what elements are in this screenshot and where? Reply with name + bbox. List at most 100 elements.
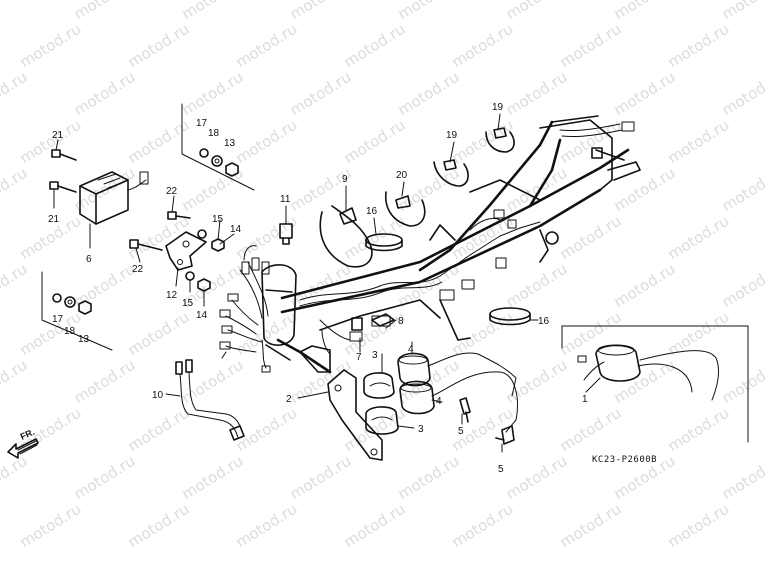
callout-3-lower: 3 — [418, 424, 424, 435]
watermark-text: motod.ru — [0, 68, 30, 120]
watermark-text: motod.ru — [557, 500, 625, 552]
watermark-text: motod.ru — [17, 500, 85, 552]
watermark-text: motod.ru — [503, 452, 571, 504]
bolt-22-lower — [129, 239, 163, 251]
watermark-text: motod.ru — [665, 308, 733, 360]
callout-3-upper: 3 — [372, 350, 378, 361]
watermark-text: motod.ru — [287, 68, 355, 120]
callout-20: 20 — [396, 170, 408, 181]
watermark-text: motod.ru — [719, 164, 768, 216]
watermark-text: motod.ru — [0, 0, 30, 23]
callout-13-upper: 13 — [224, 138, 236, 149]
sub-harness-10 — [175, 359, 245, 441]
callout-21-upper: 21 — [52, 130, 64, 141]
watermark-text: motod.ru — [287, 452, 355, 504]
diagram-code: KC23-P2600B — [592, 455, 657, 465]
callouts: 1 2 3 3 4 4 5 5 6 7 8 9 10 11 12 13 13 1… — [48, 102, 588, 475]
callout-11: 11 — [280, 194, 291, 205]
callout-21-lower: 21 — [48, 214, 60, 225]
watermark-text: motod.ru — [233, 404, 301, 456]
callout-18-upper: 18 — [208, 128, 220, 139]
watermark-text: motod.ru — [449, 116, 517, 168]
watermark-text: motod.ru — [557, 20, 625, 72]
callout-17-upper: 17 — [196, 118, 208, 129]
watermark-text: motod.ru — [125, 212, 193, 264]
watermark-text: motod.ru — [503, 0, 571, 23]
coil-rubber-3-lower — [365, 406, 399, 435]
callout-10: 10 — [152, 390, 164, 401]
ignition-coil-4-lower — [399, 371, 518, 433]
watermark-text: motod.ru — [233, 116, 301, 168]
callout-1: 1 — [582, 394, 588, 405]
watermark-text: motod.ru — [233, 500, 301, 552]
watermark-text: motod.ru — [179, 0, 247, 23]
watermark-text: motod.ru — [557, 404, 625, 456]
callout-15-upper: 15 — [212, 214, 224, 225]
watermark-text: motod.ru — [0, 356, 30, 408]
watermark-text: motod.ru — [179, 68, 247, 120]
watermark-text: motod.ru — [449, 500, 517, 552]
callout-22-upper: 22 — [166, 186, 178, 197]
spark-plug-cap-5-upper — [459, 397, 471, 423]
callout-19-left: 19 — [446, 130, 458, 141]
callout-18-lower: 18 — [64, 326, 76, 337]
watermark-text: motod.ru — [71, 452, 139, 504]
watermark-text: motod.ru — [611, 0, 679, 23]
spark-plug-cap-5-lower — [495, 425, 515, 445]
regulator-rectifier — [79, 171, 149, 225]
watermark-text: motod.ru — [449, 308, 517, 360]
watermark-text: motod.ru — [341, 116, 409, 168]
watermark-text: motod.ru — [719, 68, 768, 120]
ignition-coil-bracket-2 — [327, 369, 383, 461]
frame — [261, 115, 641, 374]
bolt-21-upper — [51, 149, 77, 161]
watermark-text: motod.ru — [125, 404, 193, 456]
washer-15-upper — [197, 229, 207, 239]
front-direction-arrow — [7, 438, 39, 459]
bolt-21-lower — [49, 181, 77, 193]
watermark-text: motod.ru — [0, 452, 30, 504]
callout-22-lower: 22 — [132, 264, 144, 275]
watermark-text: motod.ru — [0, 164, 30, 216]
ignition-coil-4-upper — [397, 352, 517, 397]
watermark-text: motod.ru — [719, 356, 768, 408]
watermark-text: motod.ru — [17, 20, 85, 72]
watermark-text: motod.ru — [233, 20, 301, 72]
callout-15-lower: 15 — [182, 298, 194, 309]
watermark-text: motod.ru — [125, 500, 193, 552]
watermark-text: motod.ru — [665, 20, 733, 72]
washer-15-lower — [185, 271, 195, 281]
nut-14-upper — [211, 238, 225, 252]
callout-8: 8 — [398, 316, 404, 327]
watermark-text: motod.ru — [665, 500, 733, 552]
watermark-text: motod.ru — [449, 20, 517, 72]
stay-bracket-12 — [165, 231, 207, 271]
watermark-text: motod.ru — [395, 0, 463, 23]
watermark-text: motod.ru — [719, 260, 768, 312]
watermark-text: motod.ru — [71, 68, 139, 120]
callout-17-lower: 17 — [52, 314, 64, 325]
callout-4-upper: 4 — [408, 344, 414, 355]
inset-box — [561, 325, 749, 443]
watermark-text: motod.ru — [395, 68, 463, 120]
callout-16-upper: 16 — [366, 206, 378, 217]
watermark-text: motod.ru — [287, 356, 355, 408]
watermark-text: motod.ru — [557, 212, 625, 264]
callout-6: 6 — [86, 254, 92, 265]
watermark-text: motod.ru — [341, 20, 409, 72]
ignition-coil-1 — [577, 344, 719, 401]
connector-8 — [371, 313, 395, 327]
callout-19-right: 19 — [492, 102, 504, 113]
watermark-text: motod.ru — [179, 164, 247, 216]
watermark-text: motod.ru — [665, 404, 733, 456]
watermark-text: motod.ru — [287, 164, 355, 216]
callout-9: 9 — [342, 174, 348, 185]
watermark-text: motod.ru — [0, 260, 30, 312]
callout-16-lower: 16 — [538, 316, 550, 327]
clamp-11 — [279, 223, 293, 245]
callout-12: 12 — [166, 290, 178, 301]
callout-4-lower: 4 — [436, 396, 442, 407]
watermark-text: motod.ru — [503, 68, 571, 120]
